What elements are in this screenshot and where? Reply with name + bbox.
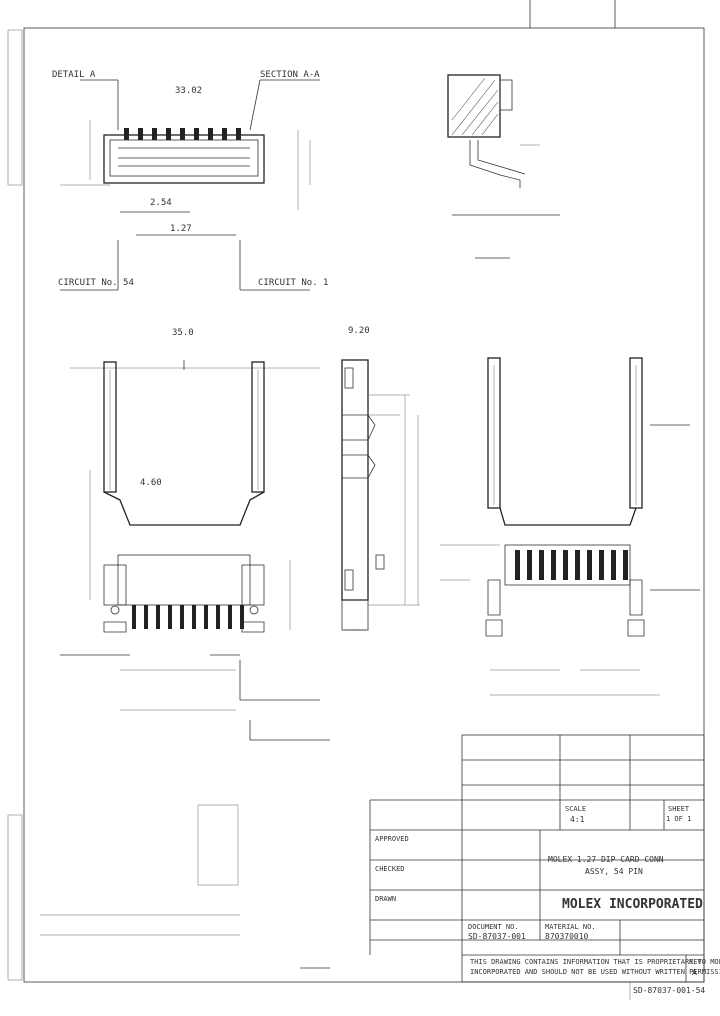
connector-pin <box>551 550 556 580</box>
drawn-label: DRAWN <box>375 895 397 903</box>
connector-pin <box>180 605 184 629</box>
circuit-54-label: CIRCUIT No. 54 <box>58 278 134 288</box>
connector-pin <box>152 128 157 140</box>
connector-pin <box>228 605 232 629</box>
connector-pin <box>194 128 199 140</box>
doc-no-label: DOCUMENT NO. <box>468 923 519 931</box>
connector-pin <box>192 605 196 629</box>
connector-pin <box>611 550 616 580</box>
material-no: 870370010 <box>545 932 589 941</box>
confidentiality-line-1: THIS DRAWING CONTAINS INFORMATION THAT I… <box>470 958 720 966</box>
right-view <box>440 357 700 696</box>
approved-label: APPROVED <box>375 835 409 843</box>
confidentiality-line-2: INCORPORATED AND SHOULD NOT BE USED WITH… <box>470 968 720 976</box>
connector-pin <box>156 605 160 629</box>
section-label: SECTION A-A <box>260 70 320 80</box>
connector-pin <box>222 128 227 140</box>
connector-pin <box>515 550 520 580</box>
detail-label: DETAIL A <box>52 70 96 80</box>
connector-pin <box>124 128 129 140</box>
connector-pin <box>208 128 213 140</box>
dim-2-54: 2.54 <box>150 198 172 208</box>
connector-pin <box>138 128 143 140</box>
connector-pin <box>527 550 532 580</box>
dim-35-0: 35.0 <box>172 328 194 338</box>
connector-pin <box>539 550 544 580</box>
top-front-view <box>60 79 320 291</box>
connector-pin <box>144 605 148 629</box>
connector-pin <box>623 550 628 580</box>
connector-pin <box>599 550 604 580</box>
dim-9-20: 9.20 <box>348 326 370 336</box>
product-line-1: MOLEX 1.27 DIP CARD CONN <box>548 855 664 864</box>
dim-1-27: 1.27 <box>170 224 192 234</box>
side-view <box>341 359 420 631</box>
connector-pin <box>563 550 568 580</box>
connector-pin <box>204 605 208 629</box>
scale-value: 4:1 <box>570 815 585 824</box>
product-line-2: ASSY, 54 PIN <box>585 867 643 876</box>
rev-value: A <box>692 968 697 977</box>
rev-label: REV <box>689 958 702 966</box>
connector-pin <box>587 550 592 580</box>
drawing-number-footer: SD-87037-001-54 <box>633 986 706 995</box>
title-block-frame <box>369 734 705 1000</box>
sheet-value: 1 OF 1 <box>666 815 692 823</box>
connector-pin <box>236 128 241 140</box>
checked-label: CHECKED <box>375 865 405 873</box>
circuit-1-label: CIRCUIT No. 1 <box>258 278 329 288</box>
sheet-label: SHEET <box>668 805 690 813</box>
plan-view <box>60 360 330 741</box>
doc-no: SD-87037-001 <box>468 932 526 941</box>
connector-pin <box>180 128 185 140</box>
connector-pin <box>132 605 136 629</box>
connector-pin <box>168 605 172 629</box>
top-side-section <box>447 74 560 259</box>
connector-pin <box>216 605 220 629</box>
connector-pin <box>166 128 171 140</box>
connector-pin <box>240 605 244 629</box>
connector-pin <box>575 550 580 580</box>
dim-33-02: 33.02 <box>175 86 203 96</box>
notes-area <box>40 804 330 969</box>
scale-label: SCALE <box>565 805 587 813</box>
material-label: MATERIAL NO. <box>545 923 596 931</box>
dim-4-60: 4.60 <box>140 478 162 488</box>
company-name: MOLEX INCORPORATED <box>562 897 703 912</box>
